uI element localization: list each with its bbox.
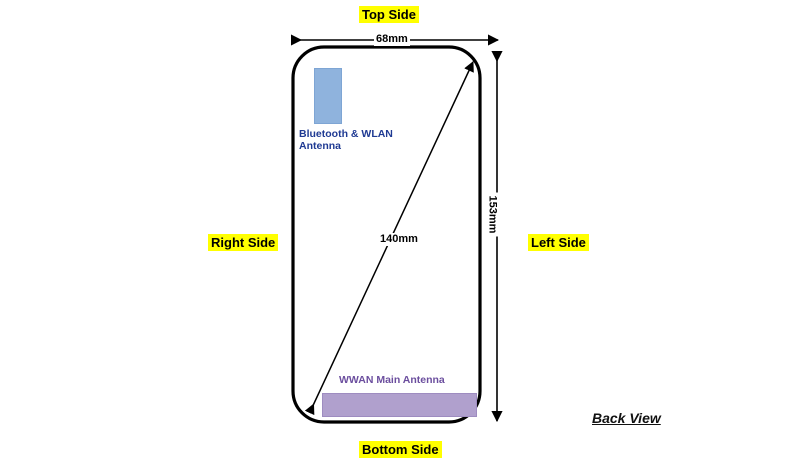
orientation-label-bottom: Bottom Side xyxy=(359,441,442,458)
back-view-caption: Back View xyxy=(592,410,661,426)
diagonal-dimension-label: 140mm xyxy=(378,233,420,246)
wwan-main-antenna-block xyxy=(322,393,477,417)
bluetooth-wlan-antenna-label-line2: Antenna xyxy=(299,140,341,152)
bluetooth-wlan-antenna-label-line1: Bluetooth & WLAN xyxy=(299,128,393,140)
width-dimension-label: 68mm xyxy=(374,33,410,46)
orientation-label-right: Right Side xyxy=(208,234,279,251)
bluetooth-wlan-antenna-label: Bluetooth & WLAN Antenna xyxy=(299,128,419,152)
orientation-label-left: Left Side xyxy=(528,234,589,251)
orientation-label-top: Top Side xyxy=(359,6,419,23)
height-dimension-label: 153mm xyxy=(485,192,499,237)
wwan-main-antenna-label: WWAN Main Antenna xyxy=(339,374,445,386)
bluetooth-wlan-antenna-block xyxy=(314,68,342,124)
